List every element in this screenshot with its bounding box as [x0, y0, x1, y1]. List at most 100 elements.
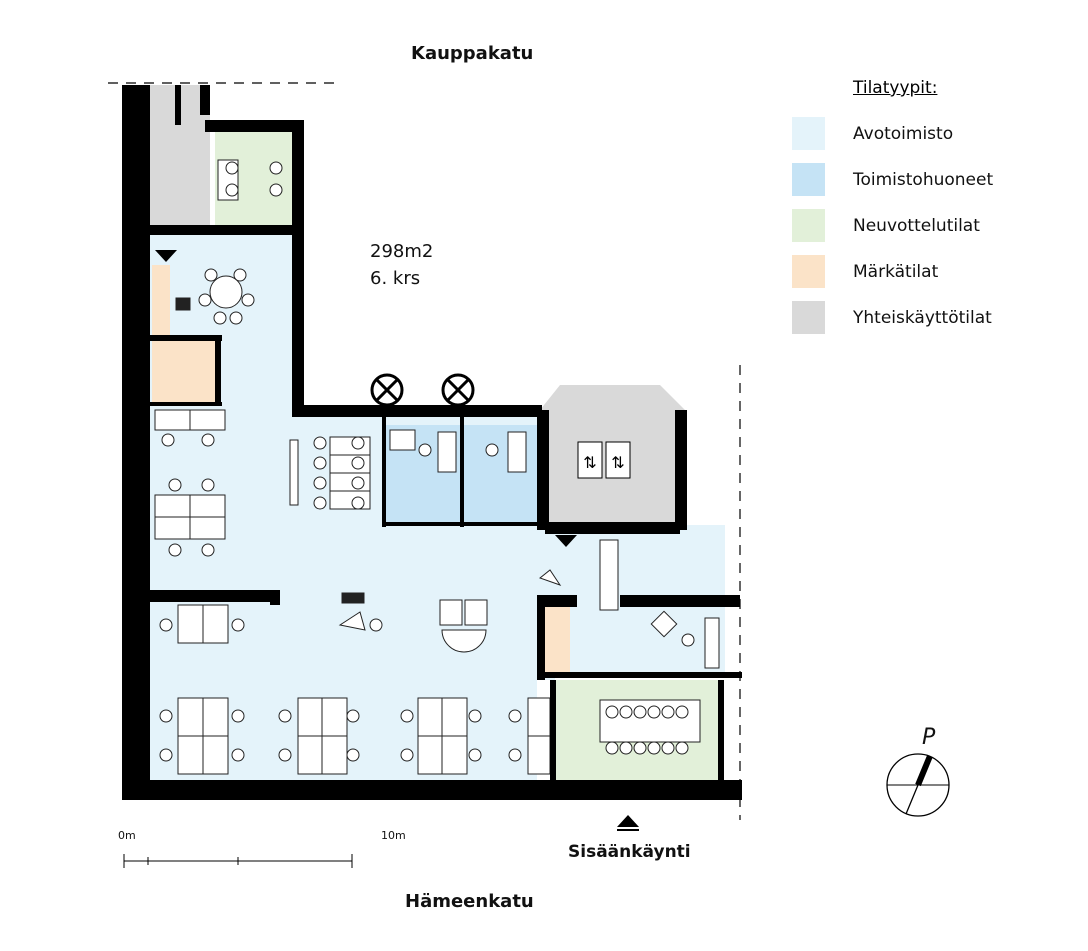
wall: [537, 410, 549, 530]
lounge-chair: [441, 629, 487, 653]
svg-text:⇅: ⇅: [583, 453, 596, 472]
floor-area: 298m2: [370, 241, 434, 262]
entrance-arrow-icon: [617, 815, 639, 831]
chair: [661, 705, 675, 719]
chair: [508, 709, 522, 723]
desk: [329, 436, 371, 456]
chair: [485, 443, 499, 457]
desk: [329, 490, 371, 510]
chair: [346, 748, 360, 762]
desk: [202, 604, 229, 644]
desk: [527, 735, 551, 775]
desk: [154, 494, 191, 518]
chair: [278, 709, 292, 723]
chair: [418, 443, 432, 457]
desk: [202, 697, 229, 737]
scale-end-label: 10m: [381, 829, 406, 842]
scale-bar: [123, 854, 353, 868]
wall: [205, 120, 300, 132]
furniture: [154, 159, 720, 775]
chair: [168, 543, 182, 557]
desk: [154, 409, 191, 431]
legend-item: Märkätilat: [792, 255, 938, 288]
chair: [619, 705, 633, 719]
chair: [229, 311, 243, 325]
chair: [351, 496, 365, 510]
legend-swatch: [792, 209, 825, 242]
legend-item: Yhteiskäyttötilat: [792, 301, 992, 334]
legend-swatch: [792, 255, 825, 288]
wall: [620, 595, 740, 607]
chair: [269, 183, 283, 197]
chair: [605, 741, 619, 755]
chair: [233, 268, 247, 282]
legend-label: Neuvottelutilat: [853, 215, 980, 236]
chair: [231, 748, 245, 762]
desk: [321, 697, 348, 737]
legend-title: Tilatyypit:: [853, 78, 938, 98]
chair: [241, 293, 255, 307]
legend-label: Märkätilat: [853, 261, 939, 282]
compass-label: P: [922, 725, 936, 750]
desk: [297, 697, 324, 737]
street-name-top: Kauppakatu: [411, 43, 534, 64]
desk: [527, 697, 551, 737]
wall: [537, 672, 742, 678]
chair: [161, 433, 175, 447]
legend-label: Avotoimisto: [853, 123, 954, 144]
stair-arrow-icon: [155, 250, 177, 262]
chair: [204, 268, 218, 282]
chair: [619, 741, 633, 755]
walls: [122, 85, 742, 800]
desk: [599, 539, 619, 611]
chair: [269, 161, 283, 175]
chair: [159, 618, 173, 632]
lounge-chair: [538, 569, 562, 586]
chair: [159, 709, 173, 723]
desk: [507, 431, 527, 473]
desk: [321, 735, 348, 775]
street-name-bottom: Hämeenkatu: [405, 891, 534, 912]
wall: [675, 410, 687, 530]
wall: [292, 405, 542, 417]
wall: [537, 600, 545, 680]
coffee-machine: [175, 297, 191, 311]
chair: [231, 709, 245, 723]
wall: [718, 680, 724, 780]
chair: [351, 456, 365, 470]
wall: [150, 590, 280, 602]
wall: [382, 522, 540, 526]
wall: [537, 595, 577, 607]
wall: [150, 225, 300, 235]
chair: [400, 709, 414, 723]
wall: [545, 522, 680, 534]
chair: [400, 748, 414, 762]
wall: [460, 417, 464, 527]
compass-icon: [886, 753, 950, 817]
lounge-chair: [338, 611, 366, 631]
legend-item: Avotoimisto: [792, 117, 953, 150]
legend-label: Toimistohuoneet: [853, 169, 994, 190]
legend-swatch: [792, 301, 825, 334]
chair: [313, 496, 327, 510]
desk: [177, 697, 204, 737]
desk: [704, 617, 720, 669]
wall: [122, 85, 150, 800]
chair: [351, 476, 365, 490]
desk: [189, 409, 226, 431]
chair: [313, 456, 327, 470]
legend-swatch: [792, 163, 825, 196]
entrance-label: Sisäänkäynti: [568, 842, 691, 862]
legend-item: Neuvottelutilat: [792, 209, 980, 242]
reception-desk: [341, 592, 365, 604]
chair: [346, 709, 360, 723]
property-boundary: [108, 82, 741, 820]
chair: [661, 741, 675, 755]
armchair: [650, 610, 678, 638]
ventilation-icon: [370, 373, 475, 407]
round-table: [209, 275, 243, 309]
desk: [439, 599, 463, 626]
desk: [154, 516, 191, 540]
floor-number: 6. krs: [370, 268, 421, 289]
wall: [382, 417, 386, 527]
